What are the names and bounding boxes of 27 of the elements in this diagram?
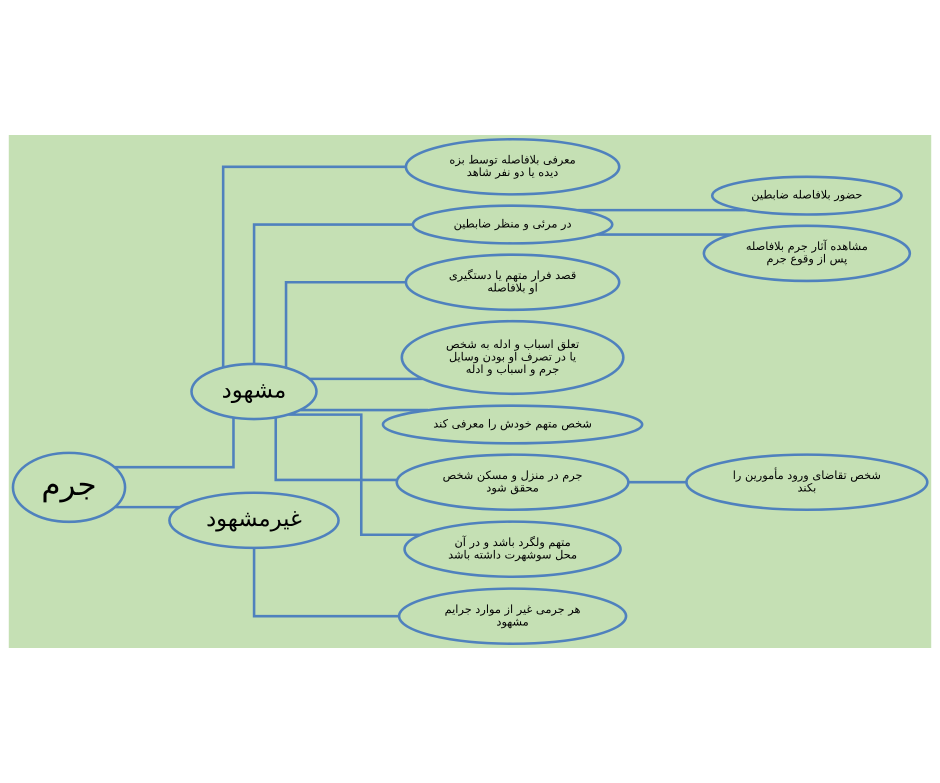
node-ellipse: شخص تقاضای ورود مأمورین را بکند (685, 453, 929, 512)
node-ellipse: قصد فرار متهم یا دستگیری او بلافاصله (404, 253, 620, 312)
connector (115, 506, 180, 508)
connector (628, 480, 686, 484)
connector (597, 233, 732, 236)
connector (274, 418, 397, 482)
node-ellipse: مشاهده آثار جرم بلافاصله پس از وقوع جرم (702, 224, 912, 282)
connector (288, 413, 420, 536)
node-ellipse: مشهود (190, 362, 318, 420)
node-ellipse: شخص متهم خودش را معرفی کند (382, 404, 644, 445)
node-ellipse: هر جرمی غیر از موارد جرایم مشهود (398, 587, 628, 646)
connector (310, 378, 423, 380)
connector (284, 280, 406, 368)
node-ellipse: غیرمشهود (168, 491, 340, 550)
node-ellipse: تعلق اسباب و ادله به شخص یا در تصرف او بودن وسایل جرم و اسباب و ادله (400, 320, 625, 396)
node-ellipse: متهم ولگرد باشد و در آن محل سوشهرت داشته باشد (403, 520, 622, 578)
node-ellipse: جرم (12, 452, 126, 524)
connector (578, 208, 746, 212)
connector (252, 223, 413, 364)
node-ellipse: در مرئی و منظر ضابطین (412, 204, 614, 245)
node-ellipse: معرفی بلافاصله توسط بزه دیده یا دو نفر شاهد (404, 138, 620, 196)
connector (222, 166, 406, 368)
connector (300, 408, 428, 412)
node-ellipse: جرم در منزل و مسکن شخص محقق شود (395, 453, 630, 512)
connector (114, 418, 235, 468)
node-ellipse: حضور بلافاصله ضابطین (710, 176, 903, 216)
connector (252, 548, 399, 618)
